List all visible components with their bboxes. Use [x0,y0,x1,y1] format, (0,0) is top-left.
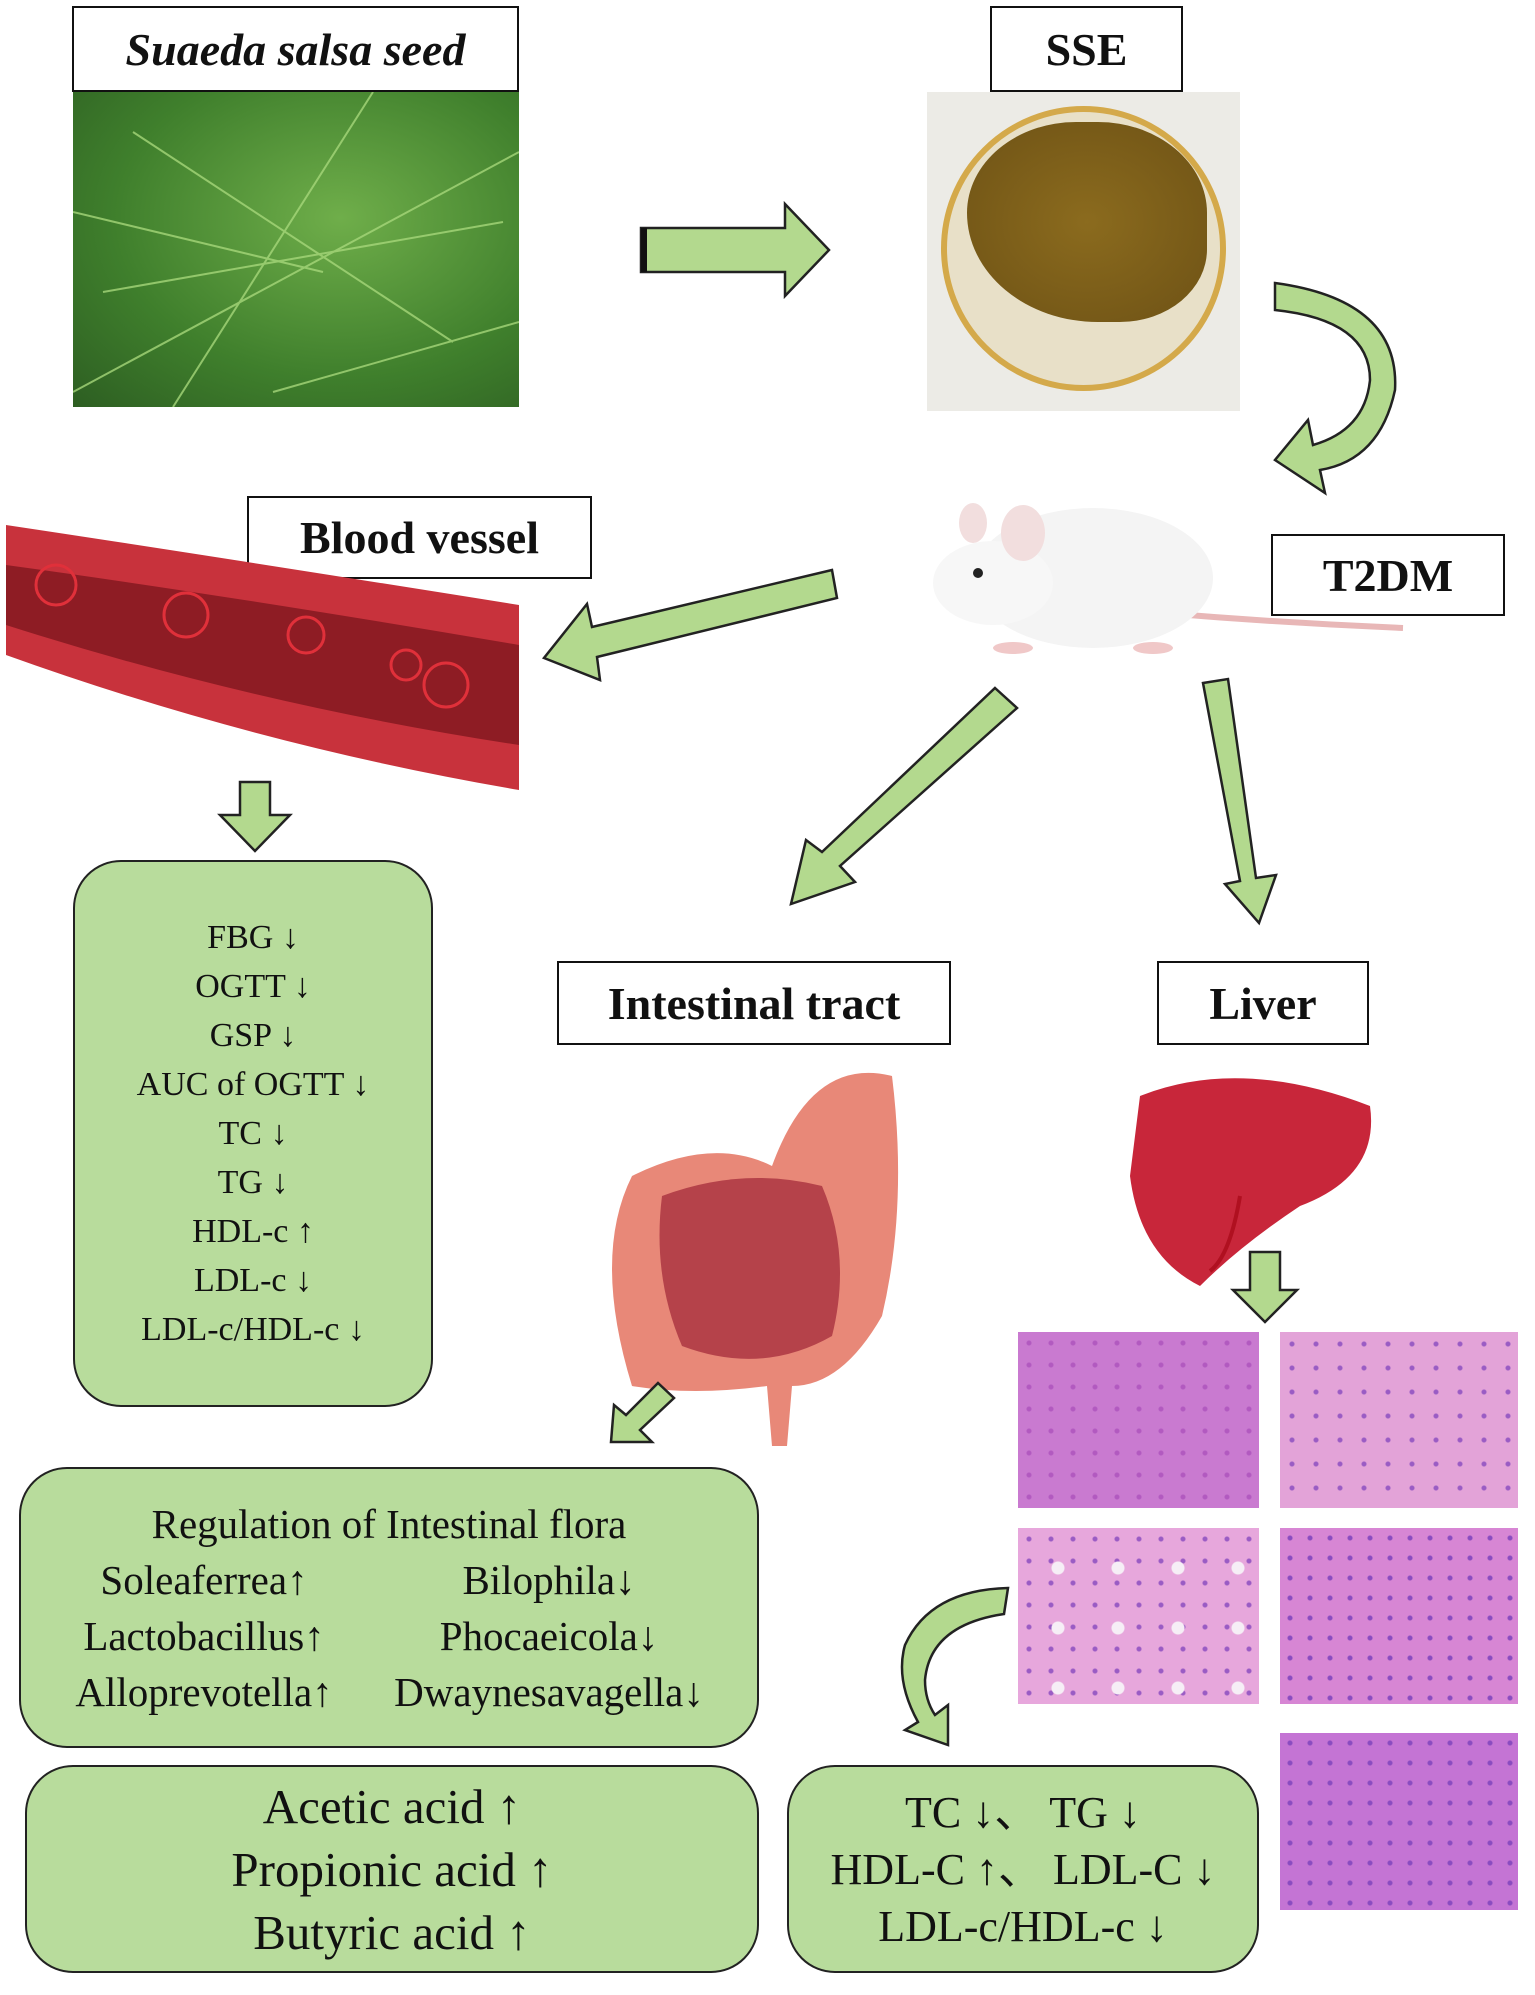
blood-markers-box: FBG ↓ OGTT ↓ GSP ↓ AUC of OGTT ↓ TC ↓ TG… [73,860,433,1407]
arrow-plant-to-sse [639,200,831,300]
histology-image-1 [1018,1332,1259,1508]
plant-label: Suaeda salsa seed [72,6,519,92]
arrow-liver-down [1229,1250,1301,1324]
liver-image [1130,1078,1372,1286]
blood-marker: LDL-c ↓ [193,1262,312,1299]
liver-label: Liver [1157,961,1369,1045]
flora-item: Lactobacillus↑ [83,1612,325,1659]
arrow-mouse-to-liver [1201,677,1278,926]
flora-title: Regulation of Intestinal flora [151,1500,627,1547]
short-chain-fatty-acids-box: Acetic acid ↑ Propionic acid ↑ Butyric a… [25,1765,759,1973]
blood-marker: TC ↓ [218,1115,288,1152]
blood-marker: GSP ↓ [209,1017,297,1054]
blood-marker: TG ↓ [217,1164,289,1201]
acid-item: Acetic acid ↑ [262,1778,522,1834]
blood-vessel-label: Blood vessel [247,496,592,579]
flora-item: Phocaeicola↓ [439,1612,659,1659]
arrow-vessel-down [217,780,293,853]
flora-item: Bilophila↓ [462,1556,636,1603]
histology-image-3 [1018,1528,1259,1704]
liver-marker: TC ↓、 TG ↓ [905,1787,1141,1837]
blood-vessel-image [6,525,519,790]
t2dm-label: T2DM [1271,534,1505,616]
blood-marker: FBG ↓ [207,919,299,956]
arrow-sse-to-mouse [1273,281,1397,496]
histology-image-2 [1280,1332,1518,1508]
histology-image-4 [1280,1528,1518,1704]
arrow-mouse-to-vessel [541,568,839,682]
acid-item: Butyric acid ↑ [253,1904,531,1960]
arrow-mouse-to-intestine [789,686,1019,906]
blood-marker: LDL-c/HDL-c ↓ [141,1311,365,1348]
plant-photo [73,92,519,407]
blood-marker: HDL-c ↑ [192,1213,314,1250]
flora-item: Soleaferrea↑ [100,1556,308,1603]
sse-photo [927,92,1240,411]
flora-item: Alloprevotella↑ [75,1668,333,1715]
blood-marker: AUC of OGTT ↓ [136,1066,370,1103]
blood-marker: OGTT ↓ [195,968,311,1005]
liver-marker: LDL-c/HDL-c ↓ [878,1901,1168,1951]
sse-label: SSE [990,6,1183,92]
flora-item: Dwaynesavagella↓ [394,1668,704,1715]
arrow-intestine-down [609,1381,676,1444]
mouse-image [933,503,1404,654]
intestine-image [612,1072,899,1446]
liver-lipids-box: TC ↓、 TG ↓ HDL-C ↑、 LDL-C ↓ LDL-c/HDL-c … [787,1765,1259,1973]
intestinal-tract-label: Intestinal tract [557,961,951,1045]
arrow-histology-to-lipids [900,1586,1010,1747]
acid-item: Propionic acid ↑ [231,1841,553,1897]
intestinal-flora-box: Regulation of Intestinal flora Soleaferr… [19,1467,759,1748]
liver-marker: HDL-C ↑、 LDL-C ↓ [830,1844,1216,1894]
histology-image-5 [1280,1733,1518,1910]
